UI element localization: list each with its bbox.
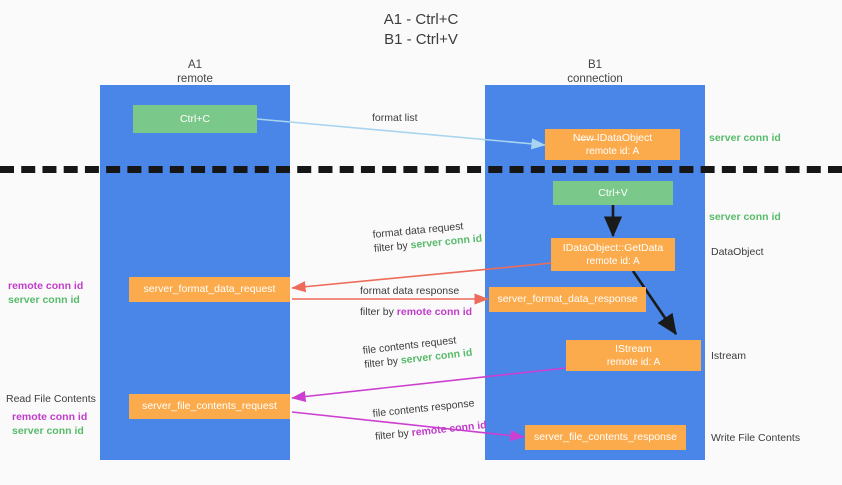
box-istream-remote-id: remote id: A [606,356,661,368]
annotation-conn-id-pair-2: remote conn id server conn id [12,410,87,438]
lane-header-b1: B1 connection [485,58,705,86]
box-new-idataobject[interactable]: N̶e̶w̶ IDataObject remote id: A [545,129,680,160]
box-ctrl-c[interactable]: Ctrl+C [133,105,257,133]
lane-header-b1-name: B1 [587,59,603,71]
annotation-read-file-contents: Read File Contents [6,392,96,406]
annotation-text-server: server conn id [12,425,84,437]
title-line-1: A1 - Ctrl+C [383,11,459,28]
filter-id-remote-conn-id: remote conn id [396,306,473,318]
lane-header-a1-sub: remote [177,73,213,85]
annotation-text: server conn id [709,132,781,144]
annotation-server-conn-id-2: server conn id [709,210,781,224]
box-idataobject-getdata-remote-id: remote id: A [586,255,640,267]
page-title: A1 - Ctrl+C B1 - Ctrl+V [0,10,842,50]
box-ctrl-c-label: Ctrl+C [179,112,211,125]
filter-prefix: filter by [374,427,413,443]
box-server-file-contents-response[interactable]: server_file_contents_response [525,425,686,450]
annotation-conn-id-pair-1: remote conn id server conn id [8,279,83,307]
annotation-text: Read File Contents [6,393,96,405]
annotation-text-remote: remote conn id [12,411,88,423]
annotation-text-server: server conn id [8,294,80,306]
annotation-text-remote: remote conn id [8,280,84,292]
lane-header-a1-name: A1 [187,59,203,71]
box-new-idataobject-remote-id: remote id: A [585,145,640,157]
edge-label-file-contents-request: file contents request filter by server c… [362,332,473,372]
annotation-text: Istream [711,350,747,362]
box-server-format-data-response[interactable]: server_format_data_response [489,287,646,312]
box-server-format-data-response-label: server_format_data_response [497,293,638,305]
annotation-dataobject: DataObject [711,245,764,259]
box-idataobject-getdata[interactable]: IDataObject::GetData remote id: A [551,238,675,271]
edge-label-file-contents-response-filter: filter by remote conn id [374,418,488,444]
filter-prefix: filter by [373,239,412,255]
box-istream[interactable]: IStream remote id: A [566,340,701,371]
annotation-text: DataObject [711,246,764,258]
box-server-file-contents-request-label: server_file_contents_request [142,400,277,412]
phase-separator-dashed-line [0,166,842,173]
edge-label-file-contents-response-text: file contents response [372,397,475,420]
edge-label-format-list: format list [372,112,418,124]
lane-header-a1: A1 remote [100,58,290,86]
filter-prefix: filter by [360,306,397,318]
box-idataobject-getdata-label: IDataObject::GetData [562,241,664,254]
filter-prefix: filter by [363,354,402,371]
annotation-text: Write File Contents [711,432,801,444]
filter-id-remote-conn-id: remote conn id [411,419,488,439]
box-ctrl-v-label: Ctrl+V [598,186,628,199]
annotation-write-file-contents: Write File Contents [711,431,800,445]
box-server-format-data-request[interactable]: server_format_data_request [129,277,290,302]
annotation-istream: Istream [711,349,746,363]
edge-label-format-data-response: format data response filter by remote co… [360,284,472,319]
box-server-file-contents-response-label: server_file_contents_response [533,431,677,443]
annotation-server-conn-id-1: server conn id [709,131,781,145]
box-istream-label: IStream [615,342,652,355]
box-server-file-contents-request[interactable]: server_file_contents_request [129,394,290,419]
edge-label-format-data-request: format data request filter by server con… [372,218,483,256]
box-new-idataobject-label: N̶e̶w̶ IDataObject [572,131,653,144]
lane-header-b1-sub: connection [567,73,623,85]
edge-label-file-contents-response: file contents response filter by remote … [372,395,487,444]
edge-label-format-data-response-text: format data response [360,285,460,297]
box-ctrl-v[interactable]: Ctrl+V [553,181,673,205]
annotation-text: server conn id [709,211,781,223]
edge-label-format-data-response-filter: filter by remote conn id [360,305,472,319]
box-server-format-data-request-label: server_format_data_request [143,283,276,295]
title-line-2: B1 - Ctrl+V [384,31,458,48]
